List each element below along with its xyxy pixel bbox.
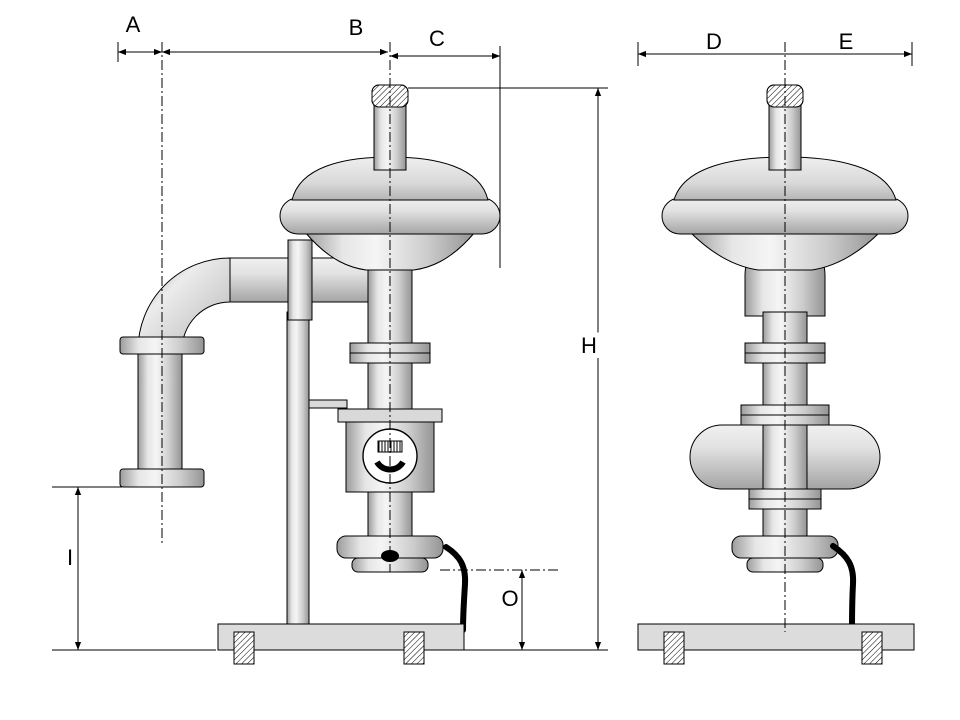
base-stud-side-left xyxy=(663,631,685,665)
dim-label-b: B xyxy=(349,15,364,40)
sensing-line xyxy=(443,544,469,633)
dim-label-i: I xyxy=(67,545,73,570)
base-stud-side-right xyxy=(861,631,883,665)
front-view xyxy=(119,84,501,665)
inlet-pipe-vertical xyxy=(137,347,183,471)
dim-label-d: D xyxy=(706,29,722,54)
side-view xyxy=(637,84,915,665)
base-stud-left xyxy=(233,631,255,665)
dim-label-o: O xyxy=(501,586,518,611)
sensing-line-side xyxy=(830,543,857,633)
base-plate xyxy=(217,623,465,651)
stand-bracket xyxy=(308,399,348,409)
dim-label-e: E xyxy=(839,29,854,54)
centerlines xyxy=(161,42,786,632)
support-stand xyxy=(286,311,310,627)
dome-lower-taper xyxy=(303,231,477,271)
inlet-flange-plate xyxy=(287,239,313,321)
dim-label-a: A xyxy=(126,12,141,37)
dim-label-c: C xyxy=(429,26,445,51)
pipe-elbow xyxy=(137,257,231,351)
dim-label-h: H xyxy=(581,333,597,358)
dome-lower-taper-side xyxy=(688,231,882,271)
extension-lines xyxy=(52,42,913,651)
dimension-lines xyxy=(74,48,912,650)
base-stud-right xyxy=(403,631,425,665)
